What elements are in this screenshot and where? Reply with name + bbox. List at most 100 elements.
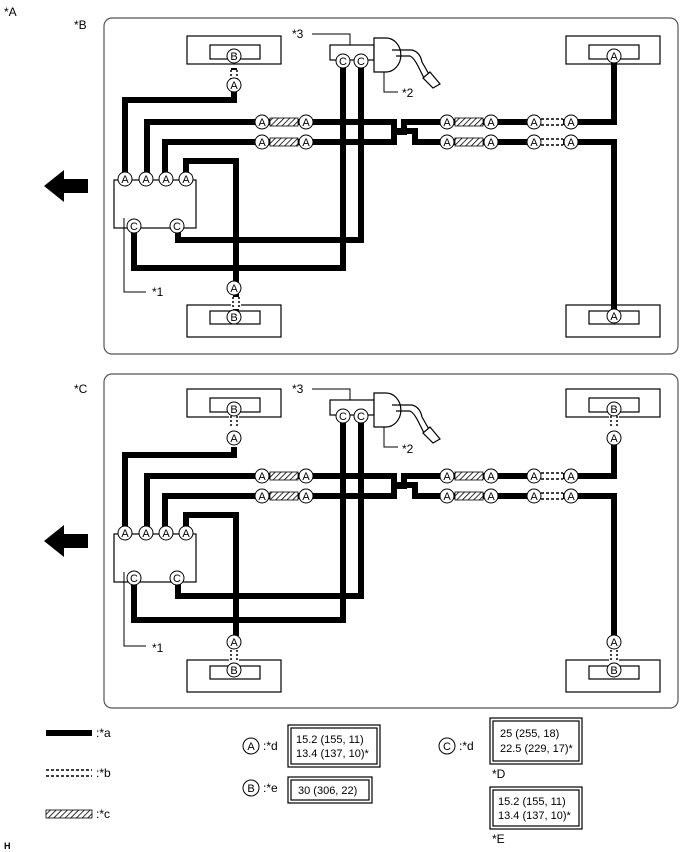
joint-marker: A [483,114,499,130]
svg-text:A: A [162,528,170,540]
svg-text:A: A [182,174,190,186]
svg-text:B: B [610,404,617,416]
svg-text:A: A [487,117,495,129]
legend-solid-label: :*a [96,726,111,740]
callout-leader [312,388,351,400]
joint-marker: A [226,634,242,650]
hatched-pipe-segment [269,471,299,481]
legend-hatched-swatch [45,809,93,819]
joint-marker: C [169,570,185,586]
joint-marker: A [563,134,579,150]
joint-marker: A [563,488,579,504]
joint-marker: C [353,408,369,424]
svg-text:A: A [567,471,575,483]
svg-text:C: C [339,56,347,68]
callout-leader [312,33,351,45]
panel-upper: *B [44,17,679,355]
svg-text:A: A [302,137,310,149]
svg-text:A: A [258,137,266,149]
hatched-pipe-segment [269,137,299,147]
svg-text:30 (306, 22): 30 (306, 22) [298,785,357,797]
dashed-pipe-segment [229,416,239,428]
brake-pipe [144,445,617,532]
joint-marker: A [254,488,270,504]
svg-text::*d: :*d [459,739,474,753]
svg-text:C: C [173,573,181,585]
front-arrow-icon [44,525,88,557]
svg-text:A: A [487,471,495,483]
joint-marker: C [126,570,142,586]
svg-text:A: A [142,528,150,540]
hatched-pipe-segment [269,117,299,127]
joint-marker: B [226,401,242,417]
svg-text:C: C [339,411,347,423]
brake-pipe [122,447,237,532]
svg-text:C: C [130,221,138,233]
svg-text:A: A [443,471,451,483]
joint-marker: A [158,525,174,541]
panel-frame [103,17,679,355]
hatched-pipe-segment [454,137,484,147]
callout-leader [123,572,146,647]
joint-marker: A [226,430,242,446]
panel-label: *B [74,18,87,32]
joint-marker: B [226,48,242,64]
joint-marker: A [606,308,622,324]
hatched-pipe-segment [454,117,484,127]
svg-text:A: A [230,433,238,445]
hatched-pipe-segment [454,471,484,481]
joint-marker: A [298,468,314,484]
svg-text:A: A [487,491,495,503]
svg-text:A: A [162,174,170,186]
svg-text:A: A [610,433,618,445]
svg-text:B: B [247,783,254,795]
joint-marker: A [226,280,242,296]
brake-pipe [162,128,617,310]
joint-marker: A [298,114,314,130]
svg-text:A: A [530,491,538,503]
svg-text:*E: *E [492,832,505,846]
joint-marker: A [606,634,622,650]
svg-text:A: A [230,637,238,649]
joint-marker: A [138,525,154,541]
joint-marker: B [226,662,242,678]
joint-marker: A [606,430,622,446]
svg-text:C: C [130,573,138,585]
hatched-pipe-segment [269,491,299,501]
svg-text:A: A [230,80,238,92]
dashed-pipe-segment [541,137,563,147]
callout-1: *1 [152,641,164,655]
joint-marker: A [254,468,270,484]
svg-text:C: C [443,741,451,753]
torque-spec-a: A :*d 15.2 (155, 11) 13.4 (137, 10)* [242,724,381,768]
svg-text:A: A [610,51,618,63]
svg-text:B: B [230,404,237,416]
panel-frame [103,373,679,709]
svg-text:A: A [302,471,310,483]
dashed-pipe-segment [229,650,239,662]
svg-text:C: C [173,221,181,233]
master-cylinder [329,37,441,89]
svg-text:13.4 (137, 10)*: 13.4 (137, 10)* [498,810,571,822]
svg-text:15.2 (155, 11): 15.2 (155, 11) [296,734,364,746]
joint-marker: A [526,114,542,130]
svg-text:A: A [443,491,451,503]
dashed-pipe-segment [541,471,563,481]
svg-text:B: B [230,665,237,677]
svg-text::*e: :*e [263,781,278,795]
torque-spec-b: B :*e 30 (306, 22) [242,776,373,804]
brake-pipe [162,482,617,636]
joint-marker: B [606,662,622,678]
legend-hatched-label: :*c [96,807,110,821]
svg-text:A: A [121,174,129,186]
svg-text:A: A [567,137,575,149]
joint-marker: A [483,488,499,504]
joint-marker: A [439,468,455,484]
dashed-pipe-segment [541,491,563,501]
svg-text:B: B [230,51,237,63]
svg-text:A: A [142,174,150,186]
joint-marker: A [483,134,499,150]
joint-marker: A [563,114,579,130]
dashed-pipe-segment [609,416,619,428]
